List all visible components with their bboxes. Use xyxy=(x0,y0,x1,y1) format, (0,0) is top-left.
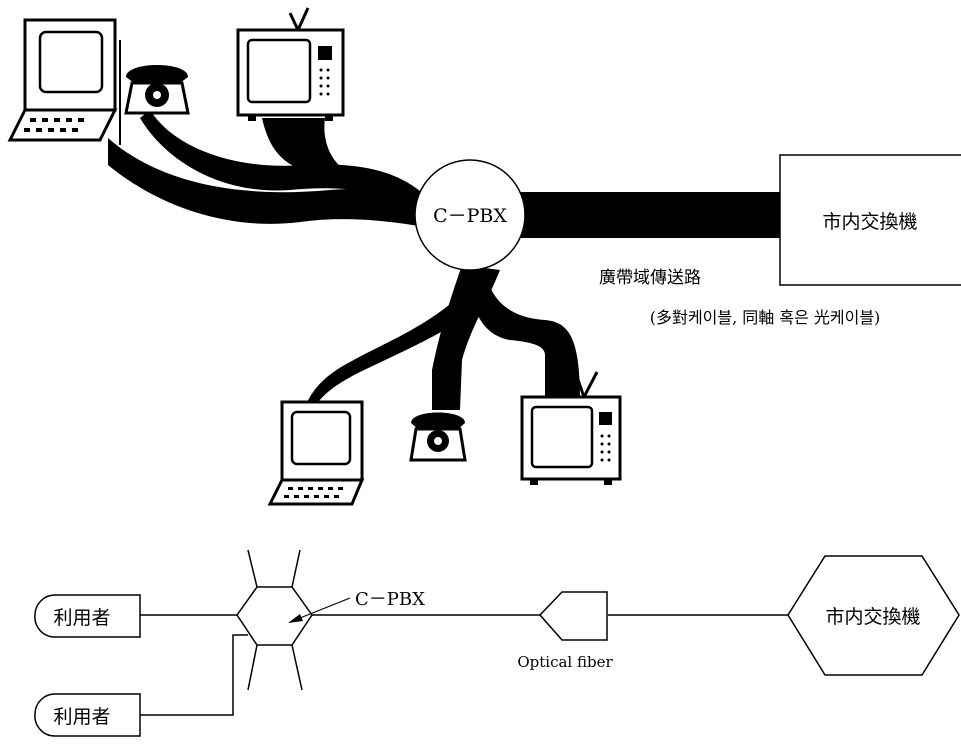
computer-terminal-icon xyxy=(7,18,121,145)
upper-cable-tv xyxy=(262,118,345,172)
user-label-2: 利用者 xyxy=(53,706,110,728)
telephone-icon xyxy=(124,65,190,115)
bottom-diagram: 利用者 利用者 C－PBX Optical fiber 市内交換機 xyxy=(34,549,960,737)
pbx-hexagon xyxy=(236,549,313,691)
computer-terminal-icon-lower xyxy=(267,400,365,506)
optical-converter xyxy=(538,591,608,641)
top-diagram: C－PBX 市内交換機 廣帶域傳送路 (多對케이블, 同軸 혹은 光케이블) xyxy=(7,7,961,506)
user-label-1: 利用者 xyxy=(53,607,110,629)
pbx-callout-arrowhead xyxy=(288,614,303,623)
pbx-callout-label: C－PBX xyxy=(355,589,425,610)
lower-cable-tv xyxy=(468,270,580,400)
pbx-label: C－PBX xyxy=(433,205,507,227)
user-node-2 xyxy=(34,693,141,737)
exchange-hex-label: 市内交換機 xyxy=(825,606,920,628)
telephone-icon-lower xyxy=(409,412,467,462)
exchange-box xyxy=(779,154,961,286)
television-icon-lower xyxy=(520,371,622,485)
pbx-node xyxy=(414,159,526,271)
exchange-label: 市内交換機 xyxy=(822,211,917,233)
fiber-label: Optical fiber xyxy=(517,653,613,671)
transmission-sub-label: (多對케이블, 同軸 혹은 光케이블) xyxy=(650,308,881,327)
exchange-hexagon xyxy=(787,555,960,676)
transmission-label: 廣帶域傳送路 xyxy=(599,268,701,288)
television-icon xyxy=(236,7,345,121)
upper-cable-bundle xyxy=(108,138,440,230)
user2-link xyxy=(140,634,248,716)
upper-cable-phone xyxy=(140,110,430,215)
user-node-1 xyxy=(34,594,141,638)
lower-cable-computer xyxy=(306,300,465,405)
trunk-cable xyxy=(515,192,780,238)
